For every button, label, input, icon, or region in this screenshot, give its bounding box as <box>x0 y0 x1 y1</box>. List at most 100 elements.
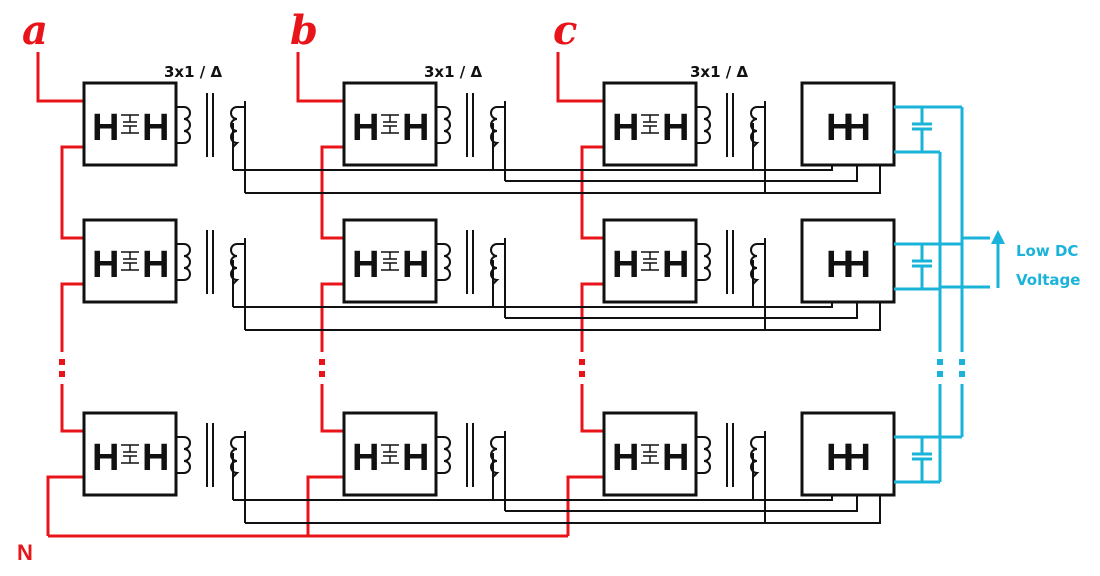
transformer-core-icon <box>726 93 734 157</box>
dc-link-capacitor-icon <box>381 251 399 271</box>
dc-link-capacitor-icon <box>641 444 659 464</box>
bus-phase-1 <box>233 165 833 171</box>
bus-phase-2 <box>505 302 858 319</box>
phase-label-c: c <box>553 7 577 54</box>
continuation-dot <box>319 371 325 377</box>
secondary-winding-icon <box>750 436 765 478</box>
continuation-dot <box>319 359 325 365</box>
dc-output-leads <box>922 242 962 291</box>
dc-continuation-dot <box>937 359 943 365</box>
primary-winding-icon <box>176 243 191 281</box>
output-hbridge-box <box>800 81 896 167</box>
dc-output-label-line1: Low DC <box>1016 242 1078 260</box>
hbridge-left-glyph: H <box>92 107 119 149</box>
hbridge-left-glyph: H <box>612 107 639 149</box>
hbridge-box <box>602 81 698 167</box>
dc-link-capacitor-icon <box>121 444 139 464</box>
phase-label-a: a <box>22 7 48 54</box>
secondary-winding-icon <box>490 436 505 478</box>
dc-output-leads <box>922 435 962 484</box>
voltage-arrow-head-icon <box>991 230 1005 244</box>
hbridge-right-glyph: H <box>402 107 429 149</box>
secondary-winding-icon <box>750 243 765 285</box>
secondary-winding-icon <box>490 243 505 285</box>
hbridge-left-glyph: H <box>612 437 639 479</box>
dc-link-capacitor-icon <box>381 114 399 134</box>
transformer-label-b: 3x1 / Δ <box>424 63 482 81</box>
primary-winding-icon <box>436 106 451 144</box>
dc-link-capacitor-icon <box>121 114 139 134</box>
dc-continuation-dot <box>959 371 965 377</box>
dc-output-terminals <box>940 236 990 289</box>
continuation-dot <box>59 359 65 365</box>
transformer-core-icon <box>466 423 474 487</box>
hbridge-box <box>82 218 178 304</box>
hbridge-box <box>342 411 438 497</box>
hbridge-right-glyph: H <box>662 244 689 286</box>
primary-winding-icon <box>436 243 451 281</box>
hbridge-left-glyph: H <box>352 437 379 479</box>
ac-chain-phase-c <box>556 52 604 536</box>
secondary-winding-icon <box>750 106 765 148</box>
secondary-winding-icon <box>490 106 505 148</box>
primary-winding-icon <box>696 436 711 474</box>
bus-phase-1 <box>233 495 833 501</box>
hbridge-box <box>82 411 178 497</box>
hbridge-right-glyph: H <box>142 437 169 479</box>
transformer-core-icon <box>466 93 474 157</box>
dc-link-capacitor-icon <box>381 444 399 464</box>
hbridge-left-glyph: H <box>612 244 639 286</box>
hbridge-box <box>602 218 698 304</box>
hbridge-left-glyph: H <box>92 437 119 479</box>
neutral-label: N <box>17 540 33 565</box>
dc-link-capacitor-icon <box>121 251 139 271</box>
hbridge-box <box>342 81 438 167</box>
transformer-core-icon <box>726 230 734 294</box>
hbridge-right-glyph: H <box>662 437 689 479</box>
primary-winding-icon <box>176 106 191 144</box>
output-hbridge-box <box>800 411 896 497</box>
hbridge-left-glyph: H <box>92 244 119 286</box>
bus-phase-3 <box>245 302 881 331</box>
secondary-winding-icon <box>230 243 245 285</box>
hbridge-right-glyph: H <box>402 437 429 479</box>
ac-chain-phase-b <box>296 52 344 536</box>
bus-phase-3 <box>245 165 881 194</box>
dc-continuation-dot <box>937 371 943 377</box>
hbridge-box <box>602 411 698 497</box>
continuation-dot <box>579 371 585 377</box>
transformer-label-a: 3x1 / Δ <box>164 63 222 81</box>
output-capacitor-icon <box>894 105 932 154</box>
transformer-core-icon <box>726 423 734 487</box>
transformer-core-icon <box>466 230 474 294</box>
transformer-core-icon <box>206 230 214 294</box>
transformer-core-icon <box>206 423 214 487</box>
output-capacitor-icon <box>894 242 932 291</box>
continuation-dot <box>579 359 585 365</box>
secondary-winding-icon <box>230 106 245 148</box>
hbridge-right-glyph: H <box>402 244 429 286</box>
hbridge-box <box>82 81 178 167</box>
dc-link-capacitor-icon <box>641 114 659 134</box>
secondary-winding-icon <box>230 436 245 478</box>
output-hbridge-box <box>800 218 896 304</box>
primary-winding-icon <box>696 243 711 281</box>
dc-output-leads <box>922 105 962 154</box>
bus-phase-2 <box>505 495 858 512</box>
transformer-label-c: 3x1 / Δ <box>690 63 748 81</box>
output-converter-row3: HH <box>800 411 962 497</box>
ac-chain-phase-a <box>36 52 84 536</box>
labels-layer: a b c 3x1 / Δ 3x1 / Δ 3x1 / Δ N Low DC V… <box>17 7 1080 565</box>
dc-output-label-line2: Voltage <box>1016 271 1080 289</box>
primary-winding-icon <box>436 436 451 474</box>
